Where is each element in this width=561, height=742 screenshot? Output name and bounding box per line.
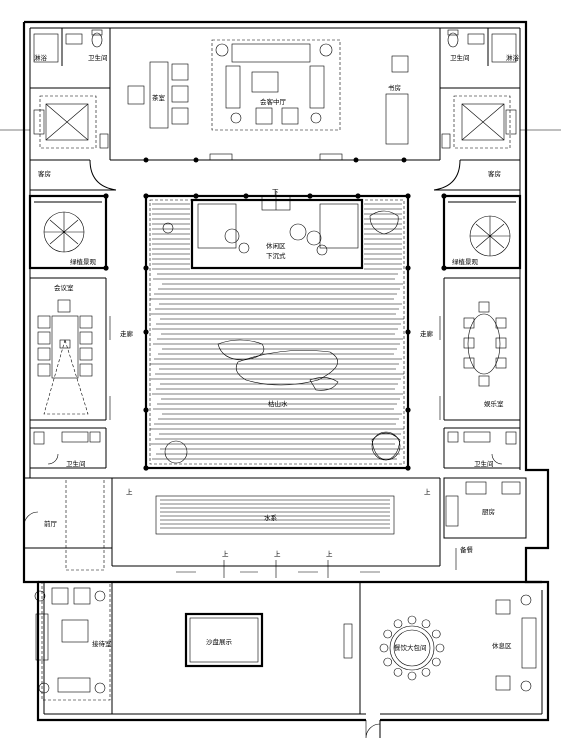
courtyard-planks: [150, 203, 404, 460]
wc-rooms: [30, 427, 520, 469]
outer-walls: [22, 20, 550, 739]
dining-chair: [379, 643, 389, 653]
top-wing: [0, 28, 561, 191]
dining-chair: [383, 629, 393, 639]
label-green-right: 绿植景观: [452, 257, 479, 266]
column: [405, 407, 411, 413]
dining-chair: [407, 615, 417, 625]
dining-chair: [421, 619, 431, 629]
room-labels: 淋浴 卫生间 卫生间 淋浴 茶室 会客中厅 书房 客房 客房 绿植景观 绿植景观…: [34, 53, 520, 652]
label-up-3: 上: [326, 549, 333, 558]
column: [243, 193, 249, 199]
label-pantry: 备餐: [460, 545, 474, 554]
label-reception: 接待室: [92, 639, 112, 648]
label-guest-left: 客房: [38, 169, 51, 178]
water-lines: [160, 499, 390, 529]
label-reception-hall: 会客中厅: [260, 97, 287, 106]
label-sunken: 下沉式: [266, 251, 286, 260]
label-front-hall: 前厅: [44, 519, 58, 528]
label-down: 下: [272, 188, 279, 196]
label-shower-right: 淋浴: [506, 53, 520, 62]
column: [143, 193, 149, 199]
dining-chair: [383, 657, 393, 667]
label-lounge: 休闲区: [266, 241, 286, 250]
label-corridor-left: 走廊: [120, 329, 134, 338]
label-up-2: 上: [274, 549, 281, 558]
label-wc-right: 卫生间: [474, 459, 494, 468]
column: [143, 329, 149, 335]
label-dry-landscape: 枯山水: [268, 399, 288, 408]
column: [405, 465, 411, 471]
kitchen: [443, 477, 527, 570]
label-shower-left: 淋浴: [34, 53, 48, 62]
dining-chair: [421, 667, 431, 677]
dining-chair: [431, 657, 441, 667]
label-rest-area: 休息区: [492, 641, 512, 650]
label-corridor-right: 走廊: [420, 329, 434, 338]
meeting-room: [30, 277, 111, 421]
column: [405, 265, 411, 271]
label-sand-table: 沙盘展示: [206, 637, 233, 646]
label-wc-left: 卫生间: [66, 459, 86, 468]
column: [355, 193, 361, 199]
label-water-feature: 水系: [264, 513, 278, 522]
label-up-right: 上: [424, 487, 431, 496]
label-meeting: 会议室: [54, 283, 74, 292]
dining-chair: [407, 671, 417, 681]
label-dining: 餐饮大包间: [394, 643, 427, 652]
label-tea-room: 茶室: [152, 93, 166, 102]
label-kitchen: 厨房: [482, 507, 495, 516]
label-entertainment: 娱乐室: [484, 399, 504, 408]
courtyard: [103, 192, 447, 471]
column: [193, 193, 199, 199]
label-toilet-left: 卫生间: [88, 53, 108, 62]
column: [143, 407, 149, 413]
label-up-1: 上: [222, 549, 229, 558]
label-guest-right: 客房: [488, 169, 501, 178]
column: [143, 265, 149, 271]
dining-chair: [393, 619, 403, 629]
label-green-left: 绿植景观: [70, 257, 97, 266]
dining-chair: [431, 629, 441, 639]
dining-chairs: [379, 615, 445, 681]
dining-chair: [435, 643, 445, 653]
label-up-left: 上: [126, 487, 133, 496]
label-study: 书房: [388, 83, 401, 92]
bottom-wing: [34, 560, 542, 714]
entertainment-room: [439, 277, 520, 421]
column: [405, 193, 411, 199]
column: [405, 329, 411, 335]
green-landscape: [28, 194, 522, 270]
dining-chair: [393, 667, 403, 677]
column: [307, 193, 313, 199]
water-corridor: [23, 477, 441, 571]
column: [143, 465, 149, 471]
label-toilet-right-top: 卫生间: [450, 53, 470, 62]
